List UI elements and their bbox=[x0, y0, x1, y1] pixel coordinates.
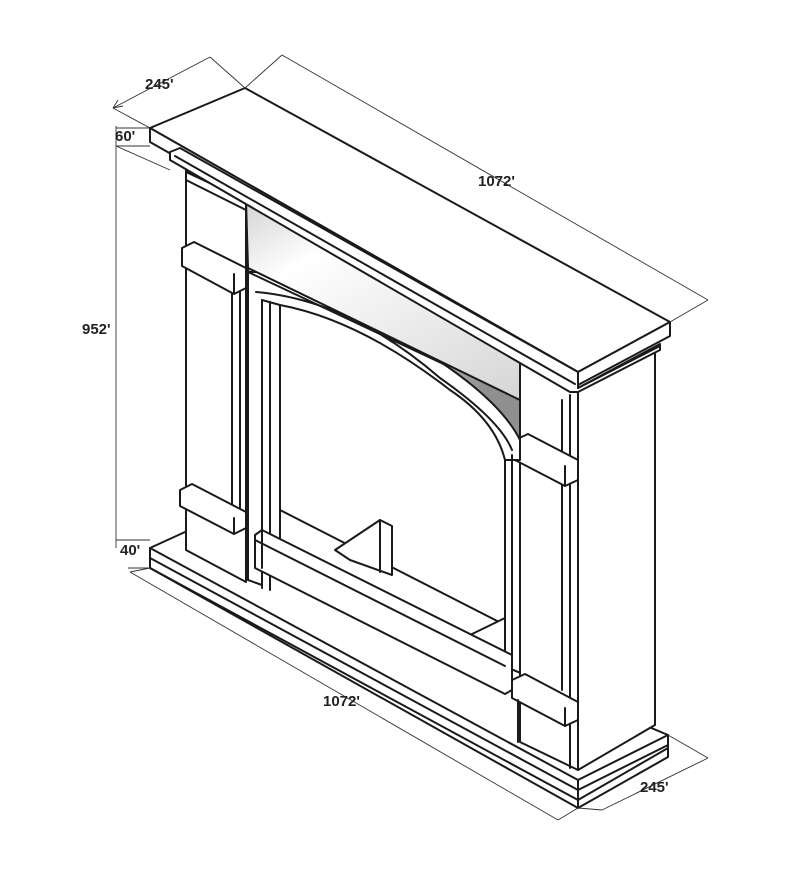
mantel-shelf bbox=[149, 87, 671, 393]
dim-top-depth: 245' bbox=[145, 76, 174, 93]
dim-base-thickness: 40' bbox=[120, 542, 140, 559]
opening-frame bbox=[247, 263, 521, 695]
dim-top-width: 1072' bbox=[478, 173, 515, 190]
dim-height: 952' bbox=[82, 321, 111, 338]
left-pillar bbox=[179, 169, 247, 583]
dimension-lines bbox=[112, 54, 709, 821]
dim-shelf-thickness: 60' bbox=[115, 128, 135, 145]
right-pillar bbox=[511, 347, 656, 771]
dim-bottom-depth: 245' bbox=[640, 779, 669, 796]
dim-bottom-width: 1072' bbox=[323, 693, 360, 710]
